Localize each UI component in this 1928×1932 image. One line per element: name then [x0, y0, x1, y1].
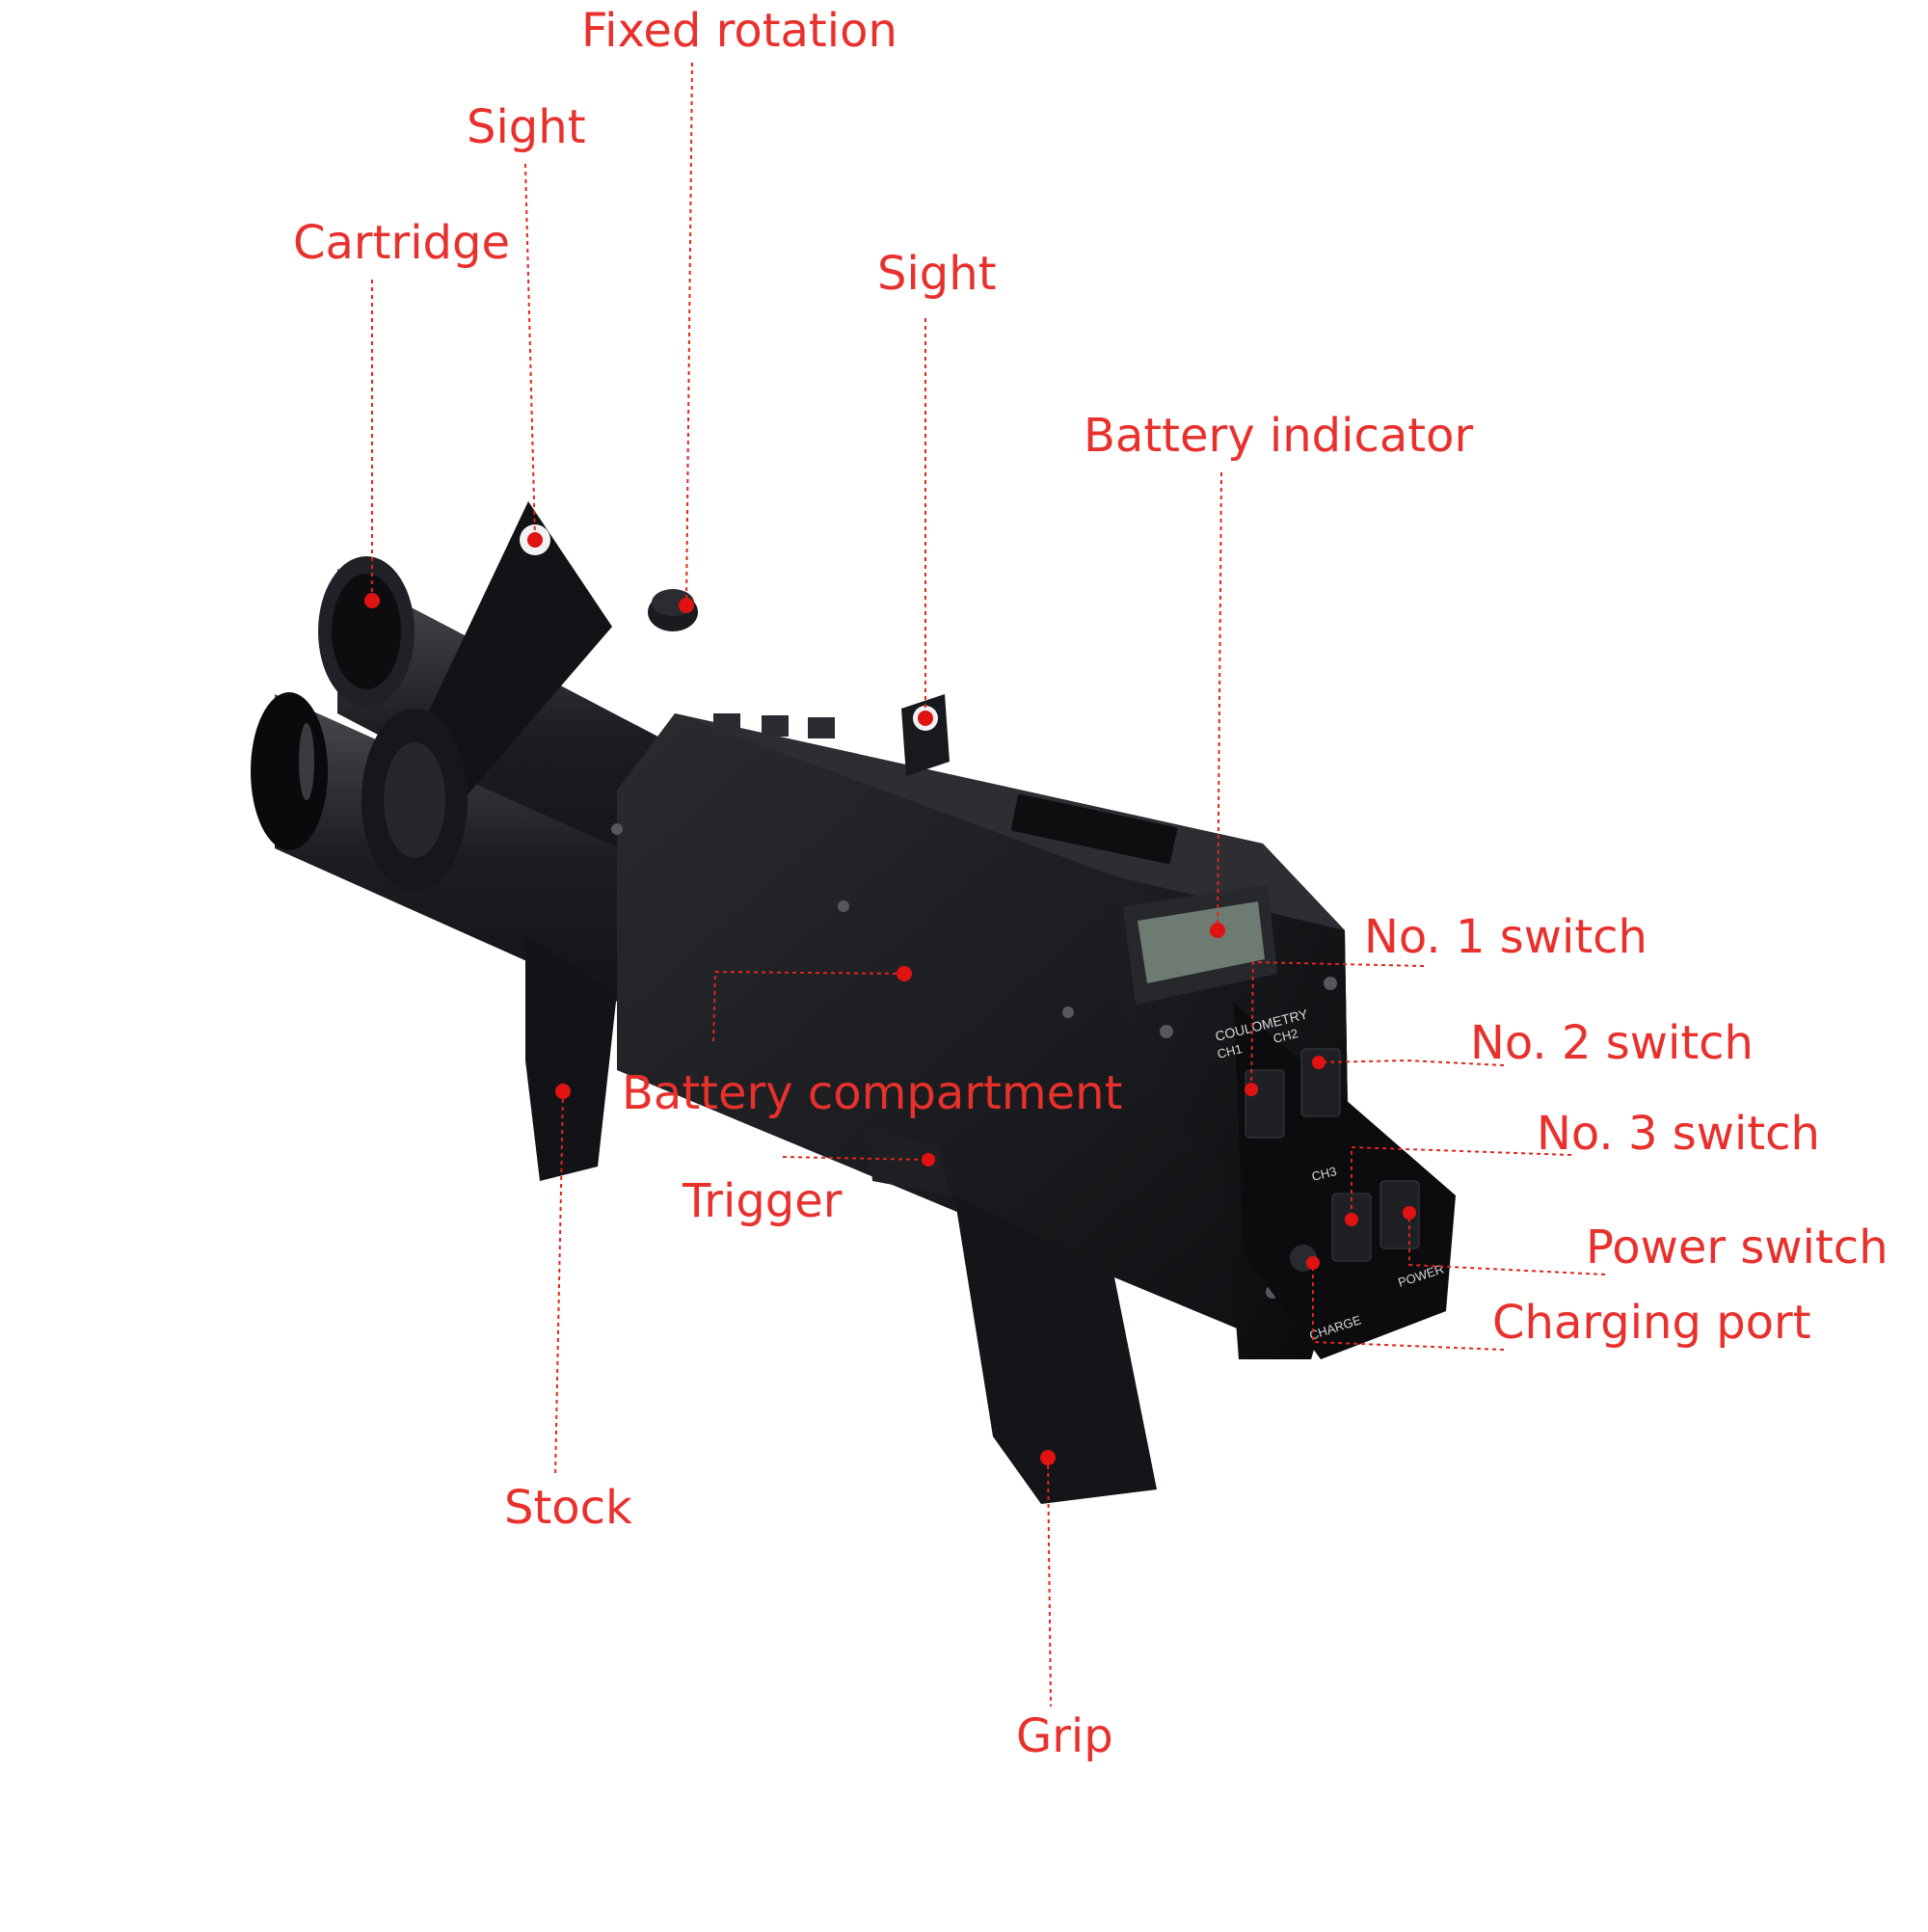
marker-no2-switch — [1312, 1056, 1326, 1069]
leader-power-switch — [1408, 1213, 1606, 1275]
leader-no2-switch — [1318, 1059, 1505, 1066]
label-fixed-rotation: Fixed rotation — [581, 4, 897, 58]
leader-stock — [554, 1090, 564, 1478]
marker-no3-switch — [1345, 1213, 1358, 1226]
label-grip: Grip — [1016, 1709, 1113, 1763]
leader-no1-switch — [1250, 960, 1425, 1090]
marking-ch3: CH3 — [1310, 1164, 1338, 1184]
leader-lines — [371, 62, 1606, 1707]
marker-cartridge — [364, 593, 380, 608]
stock-body — [525, 935, 617, 1181]
lcd-display — [1123, 885, 1277, 1005]
label-no1-switch: No. 1 switch — [1364, 910, 1647, 964]
marking-ch1: CH1 — [1216, 1041, 1244, 1061]
label-sight-right: Sight — [877, 247, 997, 301]
marker-sight-right — [918, 711, 933, 726]
grip-body — [954, 1195, 1157, 1504]
marker-trigger — [922, 1153, 935, 1167]
label-trigger: Trigger — [683, 1174, 843, 1228]
label-no2-switch: No. 2 switch — [1470, 1016, 1754, 1070]
trigger-body — [868, 1128, 950, 1195]
label-no3-switch: No. 3 switch — [1537, 1107, 1820, 1161]
top-switches — [713, 713, 835, 738]
label-stock: Stock — [504, 1481, 632, 1535]
marking-ch2: CH2 — [1272, 1026, 1299, 1046]
leader-grip — [1047, 1457, 1052, 1707]
marker-battery-indicator — [1210, 923, 1225, 938]
label-power-switch: Power switch — [1586, 1221, 1888, 1275]
marker-sight-left — [527, 532, 543, 548]
leader-battery-indicator — [1217, 471, 1222, 931]
label-charging-port: Charging port — [1492, 1296, 1811, 1350]
marker-fixed-rotation — [679, 598, 694, 613]
label-battery-compartment: Battery compartment — [622, 1066, 1123, 1120]
label-sight-left: Sight — [467, 100, 586, 154]
label-cartridge: Cartridge — [293, 216, 511, 270]
marker-power-switch — [1403, 1206, 1416, 1220]
rotation-collar — [362, 709, 468, 892]
leader-charging-port — [1312, 1263, 1505, 1351]
label-battery-indicator: Battery indicator — [1084, 409, 1474, 463]
marker-grip — [1040, 1450, 1056, 1465]
leader-sight-left — [524, 163, 536, 541]
leader-trigger — [782, 1156, 929, 1161]
marker-stock — [555, 1084, 571, 1099]
leader-battery-compartment — [712, 970, 905, 1042]
marker-no1-switch — [1245, 1083, 1258, 1096]
leader-fixed-rotation — [685, 62, 693, 606]
marker-charging-port — [1306, 1256, 1320, 1270]
marker-dots — [364, 532, 1416, 1465]
marker-battery-compartment — [897, 966, 912, 981]
